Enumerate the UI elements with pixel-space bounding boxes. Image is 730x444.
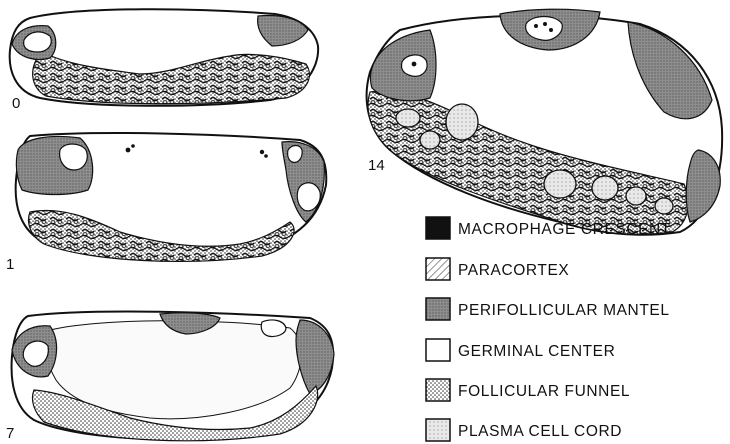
follicular-funnel-region — [29, 210, 295, 261]
legend-label: PLASMA CELL CORD — [458, 423, 622, 440]
germinal-center-region — [297, 183, 320, 211]
plasma-cell-nodule — [420, 131, 440, 149]
macrophage-crescent-mark — [260, 150, 264, 154]
macrophage-crescent-mark — [534, 24, 538, 28]
macrophage-crescent-mark — [543, 22, 547, 26]
plasma-cell-nodule — [446, 104, 478, 140]
macrophage-crescent-mark — [126, 148, 131, 153]
panel-label-day-1: 1 — [6, 256, 14, 273]
legend-item-plasma-cell-cord: PLASMA CELL CORD — [426, 419, 622, 441]
legend-swatch-paracortex — [426, 258, 450, 280]
panel-label-day-0: 0 — [12, 95, 20, 112]
legend-swatch-macrophage-crescent — [426, 217, 450, 239]
plasma-cell-nodule — [592, 176, 618, 200]
legend-item-macrophage-crescent: MACROPHAGE CRESCENT — [426, 217, 671, 239]
panel-label-day-14: 14 — [368, 157, 385, 174]
macrophage-crescent-mark — [264, 154, 268, 158]
legend-label: PERIFOLLICULAR MANTEL — [458, 302, 670, 319]
follicular-funnel-region — [33, 52, 310, 104]
panel-day-1: 1 — [6, 133, 326, 273]
macrophage-crescent-mark — [549, 28, 553, 32]
macrophage-crescent-mark — [412, 62, 417, 67]
germinal-center-region — [288, 146, 302, 163]
legend-label: GERMINAL CENTER — [458, 343, 615, 360]
legend-label: FOLLICULAR FUNNEL — [458, 383, 630, 400]
legend-item-germinal-center: GERMINAL CENTER — [426, 339, 615, 361]
legend-item-follicular-funnel: FOLLICULAR FUNNEL — [426, 379, 630, 401]
legend-item-paracortex: PARACORTEX — [426, 258, 569, 280]
germinal-center-region — [261, 320, 286, 337]
legend-label: MACROPHAGE CRESCENT — [458, 221, 671, 238]
legend-swatch-plasma-cell-cord — [426, 419, 450, 441]
legend-swatch-follicular-funnel — [426, 379, 450, 401]
plasma-cell-nodule — [655, 198, 673, 214]
plasma-cell-nodule — [626, 187, 646, 205]
germinal-center-region — [526, 17, 563, 41]
perifollicular-mantel-region — [686, 150, 720, 222]
panel-day-14: 14 — [367, 9, 723, 235]
legend-label: PARACORTEX — [458, 262, 569, 279]
legend-item-perifollicular-mantel: PERIFOLLICULAR MANTEL — [426, 298, 670, 320]
perifollicular-mantel-region — [258, 16, 308, 46]
panel-day-0: 0 — [10, 9, 318, 112]
legend-swatch-perifollicular-mantel — [426, 298, 450, 320]
legend: MACROPHAGE CRESCENT PARACORTEX PERIFOLLI… — [426, 217, 671, 441]
germinal-center-region — [60, 144, 88, 170]
germinal-center-region — [24, 32, 52, 52]
legend-swatch-germinal-center — [426, 339, 450, 361]
panel-label-day-7: 7 — [6, 425, 14, 442]
plasma-cell-nodule — [544, 170, 576, 198]
panel-day-7: 7 — [6, 312, 334, 442]
macrophage-crescent-mark — [131, 144, 135, 148]
perifollicular-mantel-region — [628, 22, 712, 119]
plasma-cell-nodule — [396, 109, 420, 127]
